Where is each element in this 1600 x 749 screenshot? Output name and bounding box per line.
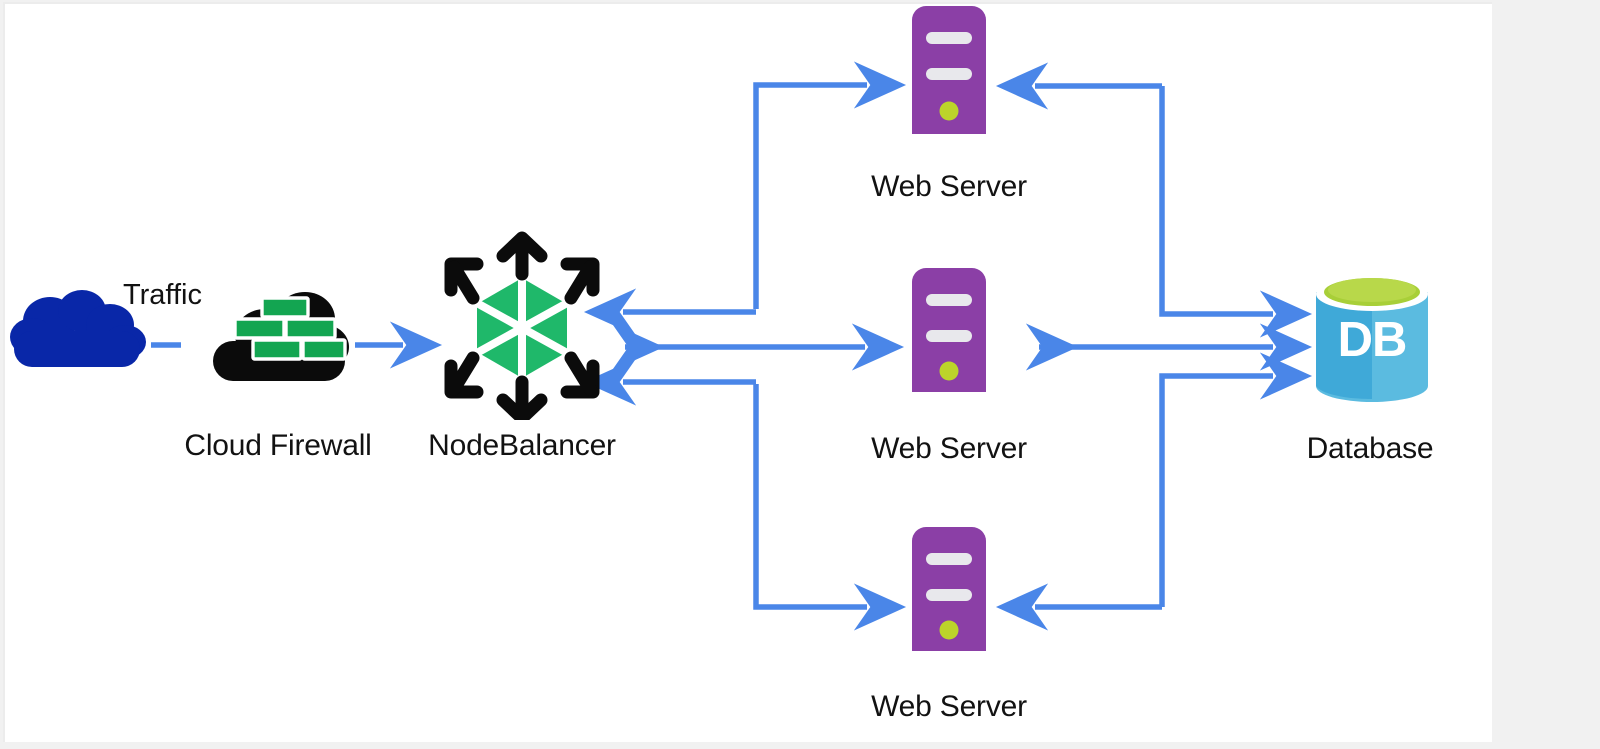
edge-webserver-3-to-database xyxy=(1159,352,1313,607)
database-label: Database xyxy=(1306,432,1434,465)
edge-nodebalancer-to-webserver-3 xyxy=(753,384,907,631)
cloud-firewall-icon xyxy=(213,292,349,381)
internet-cloud-node[interactable] xyxy=(10,287,150,375)
database-node[interactable]: DB xyxy=(1312,274,1432,404)
server-tower-icon xyxy=(912,6,986,134)
traffic-label: Traffic xyxy=(123,279,202,311)
nodebalancer-label: NodeBalancer xyxy=(428,429,616,462)
web-server-3-label: Web Server xyxy=(871,690,1027,723)
cloud-firewall-node[interactable] xyxy=(201,289,353,385)
connector-layer xyxy=(151,61,1313,631)
cloud-icon xyxy=(10,290,146,367)
edge-webserver-1-to-database xyxy=(1159,86,1313,338)
db-badge-text: DB xyxy=(1338,313,1407,367)
web-server-2-label: Web Server xyxy=(871,432,1027,465)
server-tower-icon xyxy=(912,268,986,392)
edge-nodebalancer-to-webserver-1 xyxy=(753,61,907,309)
nodebalancer-node[interactable] xyxy=(433,230,611,425)
web-server-3-node[interactable] xyxy=(908,523,990,655)
web-server-1-node[interactable] xyxy=(908,4,990,134)
nodebalancer-icon xyxy=(444,231,600,425)
database-cylinder-icon: DB xyxy=(1316,277,1428,402)
diagram-canvas: Traffic Cloud Firewall xyxy=(3,2,1492,742)
web-server-2-node[interactable] xyxy=(908,264,990,396)
web-server-1-label: Web Server xyxy=(871,170,1027,203)
cloud-firewall-label: Cloud Firewall xyxy=(184,429,372,462)
server-tower-icon xyxy=(912,527,986,651)
